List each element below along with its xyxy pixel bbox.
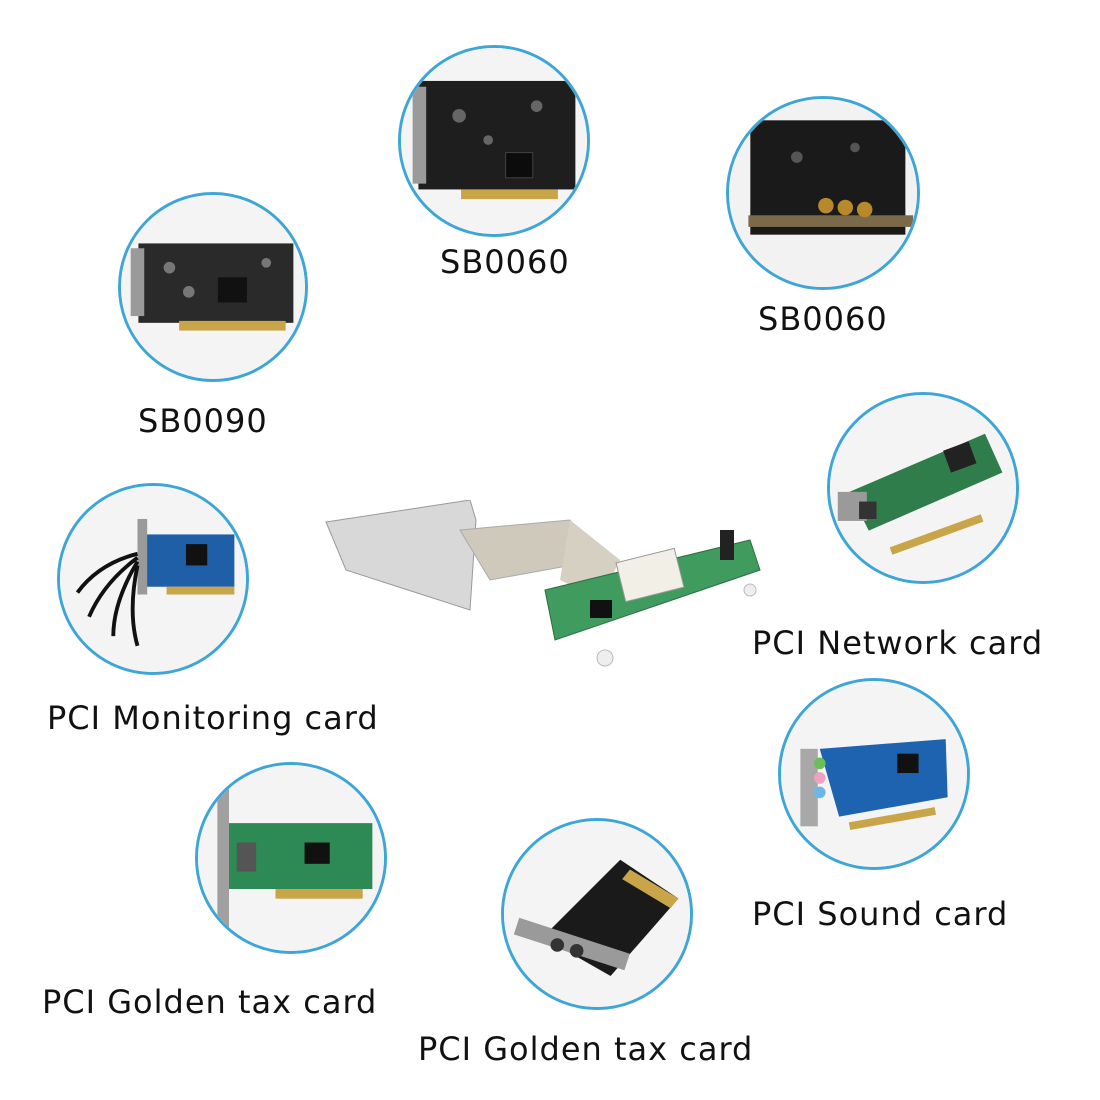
pci-riser-extension-image [320, 499, 780, 670]
golden-tax-card-left-image [195, 762, 387, 954]
golden-tax-card-center-image [501, 818, 693, 1010]
sb0090-image [118, 192, 308, 382]
product-label: PCI Sound card [752, 895, 1009, 933]
monitoring-card-image [57, 483, 249, 675]
product-label: SB0090 [138, 402, 268, 440]
product-label: PCI Golden tax card [418, 1030, 754, 1068]
product-label: SB0060 [758, 300, 888, 338]
product-label: PCI Golden tax card [42, 983, 378, 1021]
sound-card-image [778, 678, 970, 870]
product-label: PCI Network card [752, 624, 1044, 662]
sb0060-top-image [398, 45, 590, 237]
sb0060-right-image [726, 96, 920, 290]
network-card-image [827, 392, 1019, 584]
product-label: SB0060 [440, 243, 570, 281]
product-label: PCI Monitoring card [47, 699, 379, 737]
